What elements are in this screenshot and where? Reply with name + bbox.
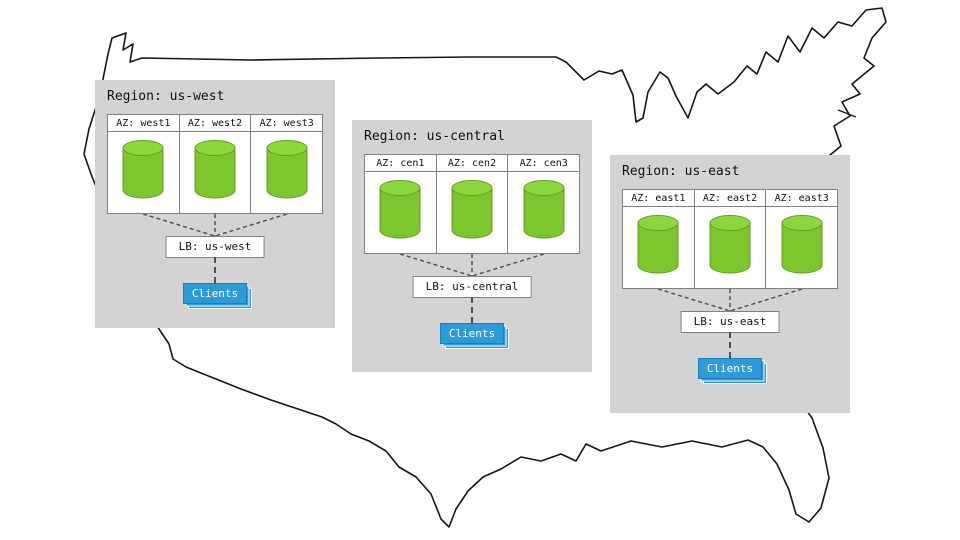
az-header-label: AZ: cen3 [508,155,580,172]
az-cell: AZ: east2 [694,190,767,288]
az-header-label: AZ: cen2 [436,155,508,172]
az-cell: AZ: cen2 [436,155,509,253]
az-header-label: AZ: west1 [108,115,179,132]
lb-to-clients-line [214,257,216,283]
az-table: AZ: cen1 AZ: cen2 AZ: ce [364,154,580,254]
az-header-label: AZ: west2 [179,115,251,132]
load-balancer-box: LB: us-west [165,236,265,258]
az-header-label: AZ: cen1 [365,155,436,172]
load-balancer-box: LB: us-east [680,311,780,333]
az-header-label: AZ: east2 [694,190,766,207]
az-header-label: AZ: east3 [766,190,838,207]
az-to-lb-connectors [657,289,803,311]
database-cylinder-icon [709,215,751,274]
database-cylinder-icon [451,180,493,239]
lb-to-clients-line [471,297,473,323]
az-cell: AZ: cen3 [508,155,580,253]
region-title: Region: us-central [364,129,505,144]
database-cylinder-icon [194,140,236,199]
region-title: Region: us-east [622,164,740,179]
az-header-label: AZ: west3 [251,115,323,132]
az-to-lb-connectors [399,254,545,276]
clients-box: Clients [440,323,509,349]
lb-to-clients-line [729,332,731,358]
region-us-central: Region: us-central AZ: cen1 AZ: cen2 [352,120,592,372]
az-table: AZ: west1 AZ: west2 AZ: [107,114,323,214]
az-cell: AZ: cen1 [365,155,437,253]
load-balancer-box: LB: us-central [412,276,532,298]
database-cylinder-icon [523,180,565,239]
az-cell: AZ: east3 [766,190,838,288]
clients-label: Clients [698,358,762,379]
region-us-east: Region: us-east AZ: east1 AZ: east2 [610,155,850,413]
database-cylinder-icon [266,140,308,199]
az-table: AZ: east1 AZ: east2 AZ: [622,189,838,289]
az-to-lb-connectors [142,214,288,236]
database-cylinder-icon [379,180,421,239]
az-cell: AZ: east1 [623,190,695,288]
clients-box: Clients [183,283,252,309]
database-cylinder-icon [122,140,164,199]
region-title: Region: us-west [107,89,225,104]
az-cell: AZ: west3 [251,115,323,213]
az-header-label: AZ: east1 [623,190,694,207]
clients-label: Clients [440,323,504,344]
database-cylinder-icon [781,215,823,274]
clients-box: Clients [698,358,767,384]
clients-label: Clients [183,283,247,304]
region-us-west: Region: us-west AZ: west1 AZ: west2 [95,80,335,328]
az-cell: AZ: west2 [179,115,252,213]
az-cell: AZ: west1 [108,115,180,213]
database-cylinder-icon [637,215,679,274]
